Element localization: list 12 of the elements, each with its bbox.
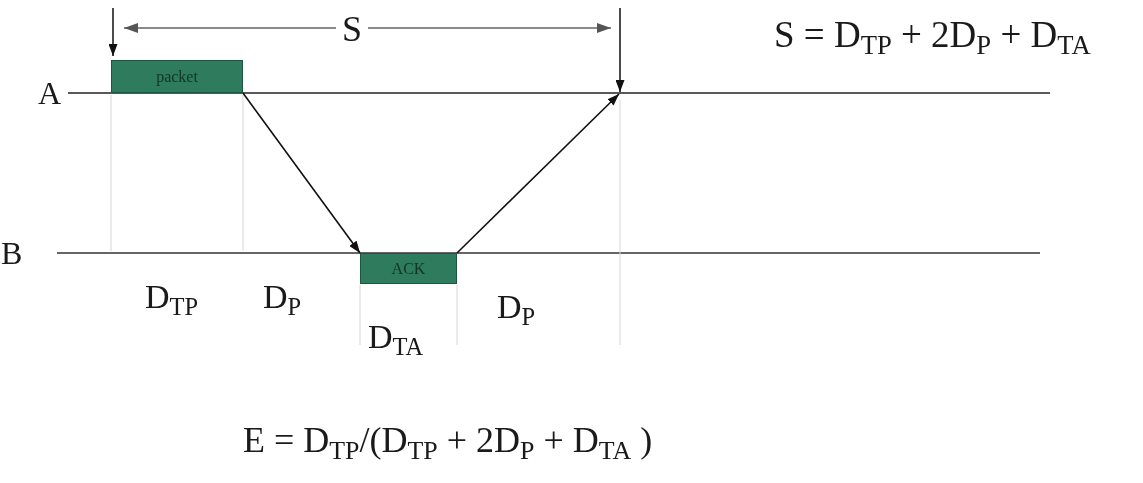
lane-label: A	[38, 77, 62, 109]
duration-label: D$_{P}$	[263, 280, 302, 314]
arrow	[242, 92, 361, 254]
formula-text: E = D$_{TP}$/(D$_{TP}$ + 2D$_{P}$ + D$_{TA}$ )	[243, 422, 653, 458]
lane-label: B	[1, 237, 23, 269]
arrow	[456, 93, 620, 254]
duration-label: D$_{TA}$	[368, 320, 424, 354]
duration-label: D$_{TP}$	[145, 280, 199, 314]
duration-label: D$_{P}$	[497, 290, 536, 324]
ack-box: ACK	[360, 253, 457, 284]
packet-box: packet	[111, 60, 243, 93]
formula-text: S = D$_{TP}$ + 2D$_{P}$ + D$_{TA}$	[774, 16, 1091, 53]
